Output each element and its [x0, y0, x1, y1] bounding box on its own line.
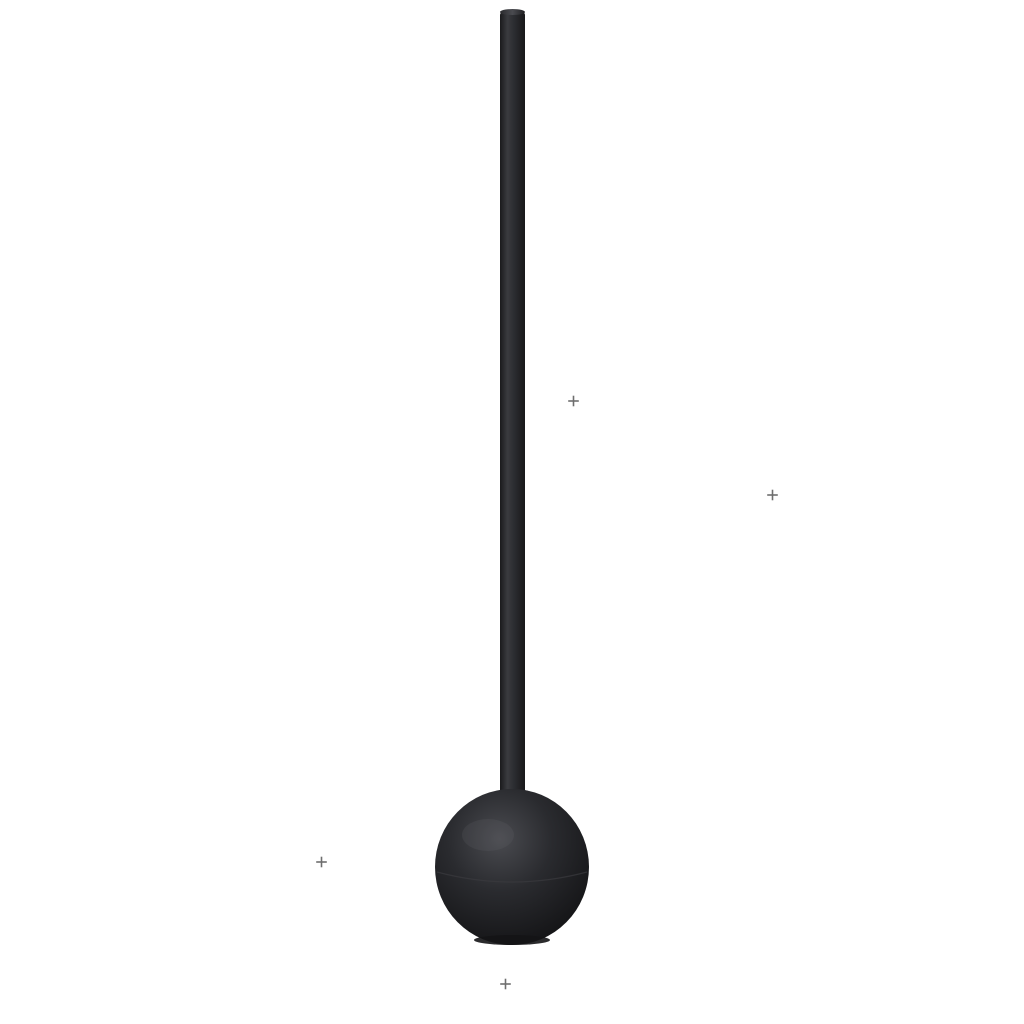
plus-marker	[316, 856, 327, 868]
mace-shaft	[500, 12, 525, 802]
mace-ball-head	[435, 789, 589, 945]
mace-ball-base	[474, 935, 550, 945]
plus-marker	[767, 489, 778, 501]
mace-ball-seam	[436, 871, 588, 883]
mace-shaft-top-cap	[500, 9, 525, 15]
plus-markers	[316, 395, 778, 990]
plus-marker	[568, 395, 579, 407]
mace-ball-highlight	[462, 819, 514, 851]
plus-marker	[500, 978, 511, 990]
mace-object	[435, 9, 589, 945]
